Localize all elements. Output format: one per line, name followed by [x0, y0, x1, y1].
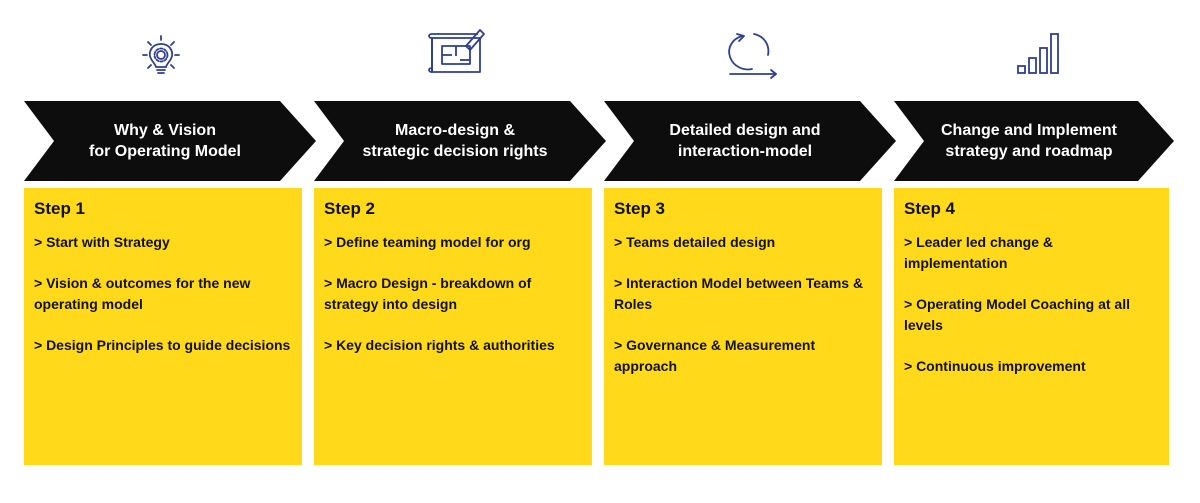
step-4-card: Step 4 > Leader led change & implementat… [894, 188, 1169, 465]
bar-chart-icon [1004, 22, 1074, 84]
step-1-title: Why & Vision for Operating Model [89, 122, 241, 160]
step-1-bullet-1: > Start with Strategy [34, 234, 170, 250]
chevron-step-1: Why & Vision for Operating Model [24, 101, 316, 181]
step-3-title: Detailed design and interaction-model [669, 122, 821, 160]
chevron-step-4: Change and Implement strategy and roadma… [894, 101, 1174, 181]
step-4-bullet-2: > Operating Model Coaching at all levels [904, 296, 1130, 333]
cycle-arrow-icon [714, 22, 784, 84]
step-3-bullet-3: > Governance & Measurement approach [614, 337, 816, 374]
step-2-bullet-3: > Key decision rights & authorities [324, 337, 555, 353]
step-3-label: Step 3 [614, 199, 666, 218]
blueprint-icon [420, 22, 490, 84]
step-2-bullet-1: > Define teaming model for org [324, 234, 531, 250]
step-4-bullet-3: > Continuous improvement [904, 358, 1086, 374]
step-4-label: Step 4 [904, 199, 956, 218]
step-1-bullet-3: > Design Principles to guide decisions [34, 337, 291, 353]
step-1-bullet-2: > Vision & outcomes for the new operatin… [34, 275, 251, 312]
step-2-label: Step 2 [324, 199, 376, 218]
step-4-title: Change and Implement strategy and roadma… [940, 122, 1118, 160]
step-2-title: Macro-design & strategic decision rights [362, 122, 548, 160]
chevron-step-3: Detailed design and interaction-model [604, 101, 896, 181]
step-1-card: Step 1 > Start with Strategy > Vision & … [24, 188, 302, 465]
step-3-bullet-1: > Teams detailed design [614, 234, 776, 250]
lightbulb-gear-icon [126, 22, 196, 84]
step-2-bullet-2: > Macro Design - breakdown of strategy i… [324, 275, 532, 312]
step-2-card: Step 2 > Define teaming model for org > … [314, 188, 592, 465]
step-3-card: Step 3 > Teams detailed design > Interac… [604, 188, 882, 465]
step-4-bullet-1: > Leader led change & implementation [904, 234, 1053, 271]
step-3-bullet-2: > Interaction Model between Teams & Role… [614, 275, 864, 312]
chevron-step-2: Macro-design & strategic decision rights [314, 101, 606, 181]
step-1-label: Step 1 [34, 199, 86, 218]
